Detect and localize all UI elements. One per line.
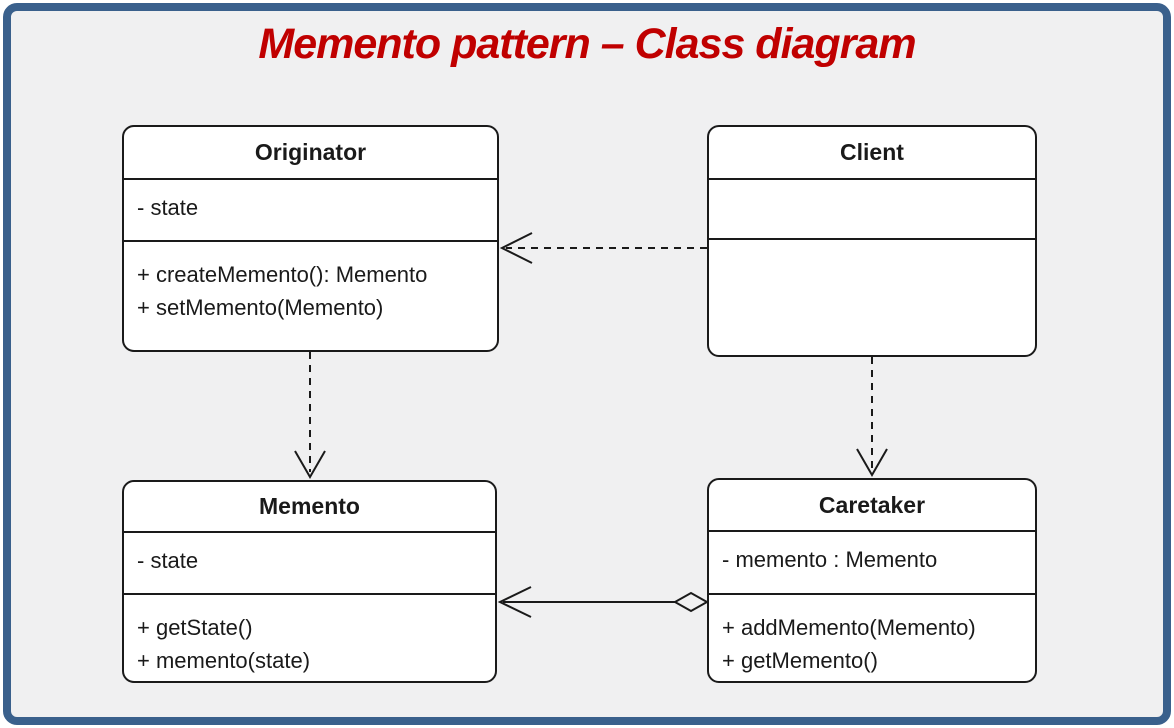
- method: + addMemento(Memento): [722, 615, 976, 640]
- class-memento-methods: + getState() + memento(state): [124, 595, 495, 681]
- class-originator-name: Originator: [124, 127, 497, 180]
- attribute: - state: [137, 548, 199, 573]
- class-client-name: Client: [709, 127, 1035, 180]
- class-caretaker-attributes: - memento : Memento: [709, 532, 1035, 595]
- attribute: - state: [137, 195, 199, 220]
- method: + setMemento(Memento): [137, 295, 384, 320]
- method: + createMemento(): Memento: [137, 262, 428, 287]
- diagram-title: Memento pattern – Class diagram: [258, 20, 916, 68]
- class-client: Client: [707, 125, 1037, 357]
- method: + getState(): [137, 615, 253, 640]
- class-memento: Memento - state + getState() + memento(s…: [122, 480, 497, 683]
- class-client-methods: [709, 240, 1035, 355]
- method: + memento(state): [137, 648, 311, 673]
- class-originator-attributes: - state: [124, 180, 497, 242]
- class-originator-methods: + createMemento(): Memento + setMemento(…: [124, 242, 497, 350]
- attribute: - memento : Memento: [722, 547, 938, 572]
- class-memento-attributes: - state: [124, 533, 495, 595]
- class-memento-name: Memento: [124, 482, 495, 533]
- class-originator: Originator - state + createMemento(): Me…: [122, 125, 499, 352]
- class-caretaker-methods: + addMemento(Memento) + getMemento(): [709, 595, 1035, 681]
- method: + getMemento(): [722, 648, 878, 673]
- class-client-attributes: [709, 180, 1035, 240]
- class-caretaker-name: Caretaker: [709, 480, 1035, 532]
- class-caretaker: Caretaker - memento : Memento + addMemen…: [707, 478, 1037, 683]
